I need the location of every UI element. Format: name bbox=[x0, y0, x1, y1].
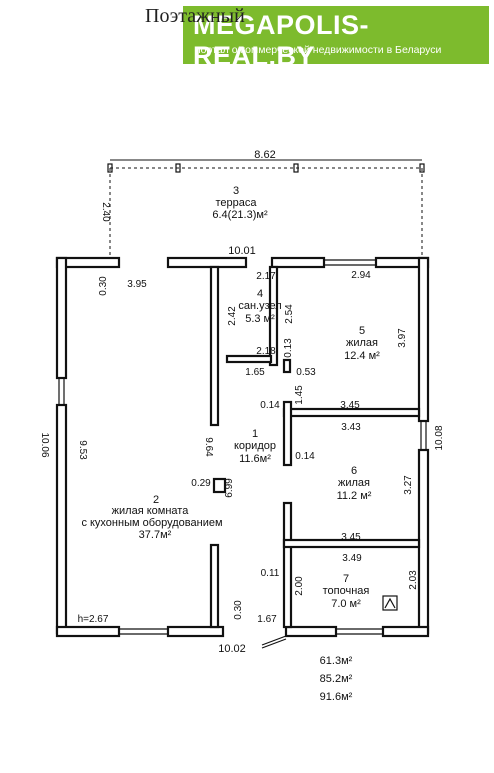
dim-3-43: 3.43 bbox=[341, 422, 361, 433]
dim-2-94: 2.94 bbox=[351, 270, 371, 281]
room-6-number: 6 bbox=[351, 465, 357, 477]
boiler-icon bbox=[382, 595, 398, 611]
room-1-label: 1 коридор 11.6м² bbox=[234, 428, 276, 465]
dim-wall-top: 10.01 bbox=[228, 245, 256, 257]
dim-9-64: 9.64 bbox=[203, 437, 214, 457]
room-4-number: 4 bbox=[257, 288, 263, 300]
dim-0-11: 0.11 bbox=[261, 568, 280, 579]
dim-2-18: 2.18 bbox=[256, 346, 276, 357]
room-3-area: 6.4(21.3)м² bbox=[212, 209, 268, 221]
dim-3-27: 3.27 bbox=[403, 475, 414, 495]
room-5-area: 12.4 м² bbox=[344, 350, 380, 362]
dim-0-30-bot: 0.30 bbox=[233, 600, 244, 620]
exterior-walls bbox=[55, 256, 430, 649]
dim-0-14a: 0.14 bbox=[260, 400, 280, 411]
room-2-name-line1: жилая комната bbox=[112, 505, 190, 517]
dim-wall-bottom: 10.02 bbox=[218, 643, 246, 655]
dim-6-99: 6.99 bbox=[224, 478, 235, 498]
dim-3-95: 3.95 bbox=[127, 279, 147, 290]
room-3-label: 3 терраса 6.4(21.3)м² bbox=[212, 185, 268, 221]
room-1-number: 1 bbox=[252, 428, 258, 440]
room-6-name: жилая bbox=[338, 477, 370, 489]
dim-10-06: 10.06 bbox=[39, 432, 50, 457]
dim-2-00: 2.00 bbox=[294, 576, 305, 596]
dimension-labels: 8.62 2.40 10.01 3.95 0.30 2.17 2.94 2.42… bbox=[39, 149, 445, 655]
dim-1-65: 1.65 bbox=[245, 367, 265, 378]
room-3-number: 3 bbox=[233, 185, 239, 197]
dim-1-67: 1.67 bbox=[257, 614, 277, 625]
room-2-name-line2: с кухонным оборудованием bbox=[81, 517, 222, 529]
dim-10-08: 10.08 bbox=[434, 425, 445, 450]
watermark-banner: MEGAPOLIS-REAL.BY портал о коммерческой … bbox=[183, 6, 489, 71]
area-totals: 61.3м² 85.2м² 91.6м² bbox=[320, 655, 353, 703]
dim-2-42: 2.42 bbox=[227, 306, 238, 326]
dim-3-49: 3.49 bbox=[342, 553, 362, 564]
dim-3-45a: 3.45 bbox=[340, 400, 360, 411]
dim-3-97: 3.97 bbox=[397, 328, 408, 348]
room-7-name: топочная bbox=[323, 585, 370, 597]
dim-9-53: 9.53 bbox=[77, 440, 88, 460]
dim-2-03: 2.03 bbox=[408, 570, 419, 590]
room-2-label: 2 жилая комната с кухонным оборудованием… bbox=[81, 494, 222, 541]
terrace-outline bbox=[107, 159, 425, 258]
room-7-area: 7.0 м² bbox=[331, 598, 361, 610]
total-floor-area: 85.2м² bbox=[320, 673, 353, 685]
room-5-name: жилая bbox=[346, 337, 378, 349]
dim-height: h=2.67 bbox=[78, 614, 109, 625]
interior-walls bbox=[209, 265, 421, 629]
dim-2-54: 2.54 bbox=[284, 304, 295, 324]
total-gross-area: 91.6м² bbox=[320, 691, 353, 703]
dim-terrace-side: 2.40 bbox=[100, 202, 111, 222]
room-1-name: коридор bbox=[234, 440, 276, 452]
dim-top-total: 8.62 bbox=[254, 149, 275, 161]
room-6-area: 11.2 м² bbox=[337, 490, 372, 502]
dim-0-29: 0.29 bbox=[191, 478, 211, 489]
dim-0-30-top: 0.30 bbox=[98, 276, 109, 296]
dim-0-53: 0.53 bbox=[296, 367, 316, 378]
room-4-area: 5.3 м² bbox=[245, 313, 275, 325]
room-1-area: 11.6м² bbox=[239, 453, 271, 465]
room-7-number: 7 bbox=[343, 573, 349, 585]
room-2-number: 2 bbox=[153, 494, 159, 506]
dim-1-45: 1.45 bbox=[294, 385, 305, 405]
watermark-tagline: портал о коммерческой недвижимости в Бел… bbox=[195, 44, 442, 56]
dim-2-17: 2.17 bbox=[256, 271, 276, 282]
room-7-label: 7 топочная 7.0 м² bbox=[323, 573, 370, 610]
room-6-label: 6 жилая 11.2 м² bbox=[337, 465, 372, 502]
dim-0-13: 0.13 bbox=[283, 338, 294, 358]
total-living-area: 61.3м² bbox=[320, 655, 353, 667]
room-4-name: сан.узел bbox=[238, 300, 281, 312]
room-5-number: 5 bbox=[359, 325, 365, 337]
page-title: Поэтажный bbox=[145, 5, 245, 27]
room-5-label: 5 жилая 12.4 м² bbox=[344, 325, 380, 362]
room-4-label: 4 сан.узел 5.3 м² bbox=[238, 288, 281, 325]
dim-3-45b: 3.45 bbox=[341, 532, 361, 543]
watermark-brand: MEGAPOLIS-REAL.BY bbox=[193, 10, 370, 71]
dim-0-14b: 0.14 bbox=[295, 451, 315, 462]
room-3-name: терраса bbox=[215, 197, 257, 209]
room-2-area: 37.7м² bbox=[139, 529, 172, 541]
